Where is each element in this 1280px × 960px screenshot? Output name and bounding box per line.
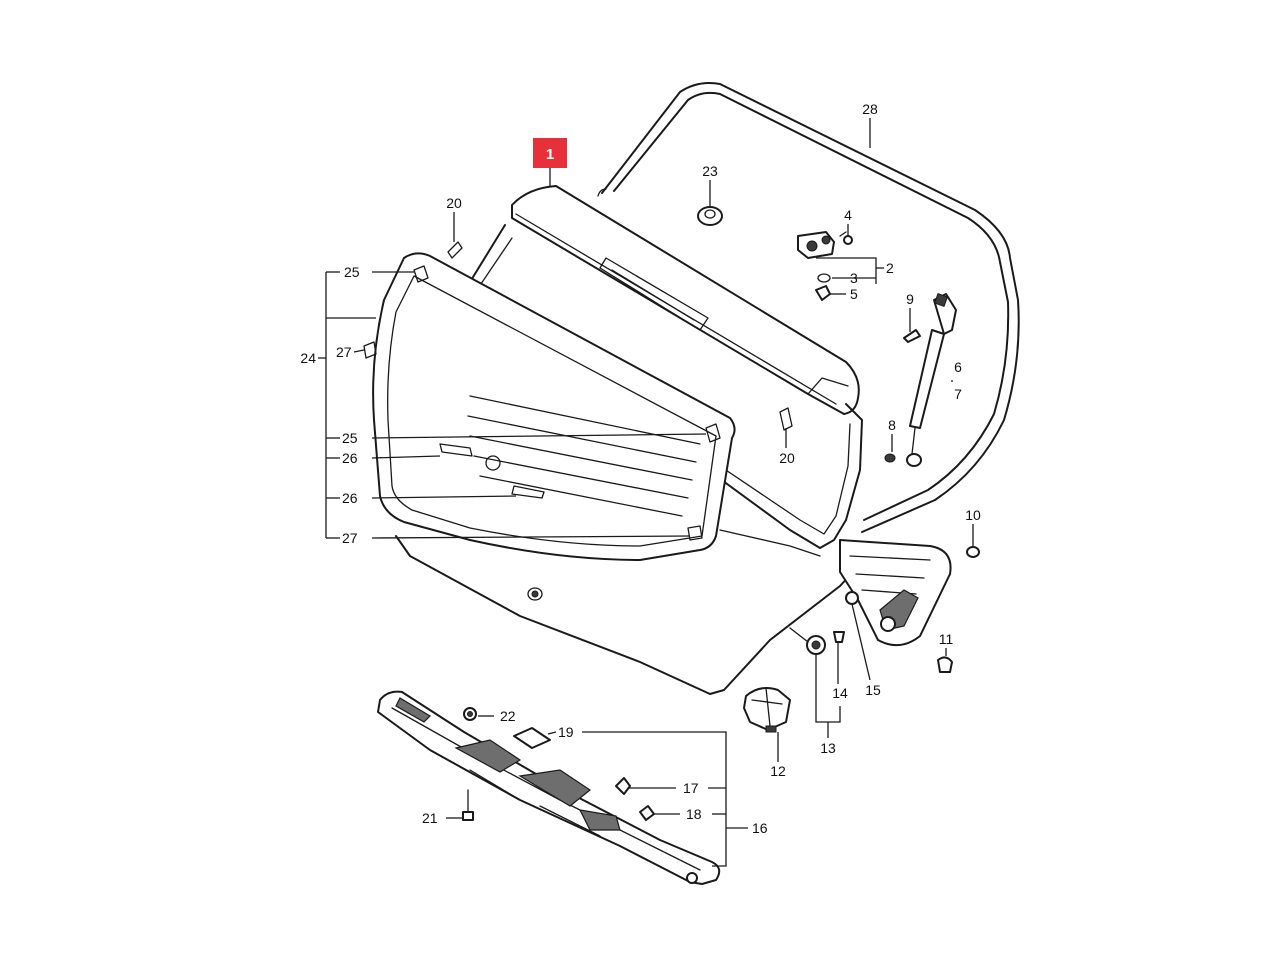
callout-17: 17 — [683, 780, 699, 796]
callout-27-lower: 27 — [342, 530, 358, 546]
callout-25-lower: 25 — [342, 430, 358, 446]
spacer-20 — [447, 241, 793, 431]
callout-4: 4 — [844, 207, 852, 223]
callout-labels: 28 23 20 4 2 3 5 9 6 7 8 20 10 11 15 14 … — [300, 101, 981, 836]
fastener-14 — [789, 627, 845, 655]
lamp-assembly — [839, 539, 952, 647]
hinge-2 — [797, 231, 853, 301]
leader-lines — [318, 118, 974, 867]
back-window-glass — [363, 252, 736, 561]
cover-12 — [743, 687, 791, 733]
clip-10 — [966, 546, 980, 558]
callout-2: 2 — [886, 260, 894, 276]
weatherstrip-seal — [597, 82, 1020, 533]
callout-16: 16 — [752, 820, 768, 836]
callout-21: 21 — [422, 810, 438, 826]
nut-22 — [463, 707, 477, 721]
grommet-23 — [697, 206, 723, 226]
callout-15: 15 — [865, 682, 881, 698]
callout-10: 10 — [965, 507, 981, 523]
callout-22: 22 — [500, 708, 516, 724]
callout-5: 5 — [850, 286, 858, 302]
callout-11: 11 — [939, 631, 954, 647]
callout-3: 3 — [850, 270, 858, 286]
callout-23: 23 — [702, 163, 718, 179]
clip-17 — [615, 777, 631, 795]
callout-20-top: 20 — [446, 195, 462, 211]
callout-13: 13 — [820, 740, 836, 756]
callout-8: 8 — [888, 417, 896, 433]
callout-19: 19 — [558, 724, 574, 740]
callout-25-top: 25 — [344, 264, 360, 280]
callout-26-lower: 26 — [342, 490, 358, 506]
callout-26-upper: 26 — [342, 450, 358, 466]
callout-1-highlight — [533, 138, 567, 168]
callout-6: 6 — [954, 359, 962, 375]
callout-14: 14 — [832, 685, 848, 701]
pad-19 — [513, 727, 551, 749]
callout-7: 7 — [954, 386, 962, 402]
clip-11 — [937, 656, 953, 673]
callout-27-top: 27 — [336, 344, 352, 360]
callout-12: 12 — [770, 763, 786, 779]
callout-24: 24 — [300, 350, 316, 366]
garnish-16 — [377, 690, 721, 885]
clip-18 — [639, 805, 655, 821]
callout-20-right: 20 — [779, 450, 795, 466]
callout-9: 9 — [906, 291, 914, 307]
callout-1: 1 — [546, 146, 554, 163]
gas-strut-6 — [884, 292, 957, 467]
callout-28: 28 — [862, 101, 878, 117]
bolt-21 — [462, 789, 474, 821]
callout-18: 18 — [686, 806, 702, 822]
